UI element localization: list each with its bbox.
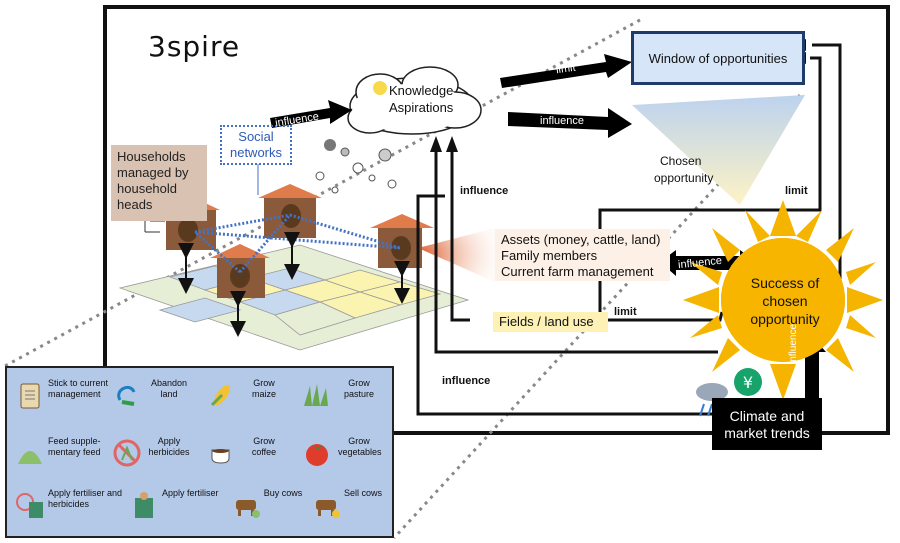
legend-item: Feed supple-mentary feed bbox=[15, 434, 110, 472]
legend-item: Apply fertiliser bbox=[129, 486, 224, 524]
chosen-triangle bbox=[632, 95, 805, 205]
climate-box: Climate and market trends bbox=[712, 398, 822, 450]
legend-label: Apply fertiliser and herbicides bbox=[48, 488, 123, 509]
market-icon: ¥ bbox=[734, 368, 762, 396]
label-influence-climate: influence bbox=[788, 323, 799, 364]
legend-item: Apply herbicides bbox=[112, 434, 207, 472]
action-legend: Stick to current management Abandon land… bbox=[5, 366, 394, 538]
social-links bbox=[194, 213, 401, 274]
climate-line-1: Climate and bbox=[729, 408, 805, 424]
legend-item: Grow coffee bbox=[207, 434, 302, 472]
tomato-icon bbox=[306, 444, 328, 466]
label-limit-fields: limit bbox=[614, 306, 637, 318]
fertiliser-icon bbox=[135, 492, 153, 518]
legend-item: Sell cows bbox=[312, 486, 407, 524]
arrow-limit-window bbox=[500, 54, 632, 88]
arrow-influence-chosen bbox=[508, 108, 632, 138]
label-influence-bottom: influence bbox=[442, 375, 491, 387]
fields-box: Fields / land use bbox=[493, 312, 608, 332]
legend-item: Apply fertiliser and herbicides bbox=[15, 486, 122, 524]
no-weed-icon bbox=[113, 439, 141, 467]
window-of-opportunities: Window of opportunities bbox=[631, 31, 805, 85]
legend-item: Grow pasture bbox=[302, 376, 397, 414]
legend-label: Grow pasture bbox=[343, 378, 375, 399]
label-influence-chosen: influence bbox=[540, 115, 585, 127]
households-box: Households managed by household heads bbox=[111, 145, 207, 221]
social-line-2: networks bbox=[229, 145, 283, 160]
legend-item: Grow vegetables bbox=[302, 434, 397, 472]
cow-buy-icon bbox=[236, 500, 260, 518]
success-label: Success of chosen opportunity bbox=[750, 275, 820, 327]
fert-herb-icon bbox=[16, 493, 43, 518]
legend-label: Abandon land bbox=[150, 378, 188, 399]
clipboard-icon bbox=[20, 383, 40, 409]
legend-label: Apply herbicides bbox=[148, 436, 190, 457]
arrow-influence-social bbox=[270, 100, 352, 128]
assets-line-1: Assets (money, cattle, land) bbox=[501, 232, 661, 247]
label-limit-window: limit bbox=[555, 61, 577, 77]
svg-text:¥: ¥ bbox=[743, 373, 753, 392]
legend-label: Grow coffee bbox=[251, 436, 277, 457]
grass-icon bbox=[304, 384, 328, 406]
maize-icon bbox=[210, 384, 231, 407]
abandon-icon bbox=[117, 386, 136, 406]
assets-cone bbox=[418, 228, 495, 282]
aspirations-label: Aspirations bbox=[389, 100, 454, 115]
lightbulb-icon bbox=[373, 81, 387, 95]
legend-label: Grow maize bbox=[251, 378, 276, 399]
assets-box: Assets (money, cattle, land) Family memb… bbox=[495, 229, 670, 281]
legend-item: Grow maize bbox=[207, 376, 302, 414]
legend-label: Feed supple-mentary feed bbox=[48, 436, 101, 457]
knowledge-label: Knowledge bbox=[389, 83, 454, 98]
social-networks-box: Social networks bbox=[220, 125, 292, 165]
legend-label: Apply fertiliser bbox=[162, 488, 219, 498]
legend-label: Buy cows bbox=[263, 488, 303, 498]
chosen-label-1: Chosen bbox=[660, 154, 702, 168]
assets-line-3: Current farm management bbox=[501, 264, 654, 279]
legend-label: Grow vegetables bbox=[338, 436, 382, 457]
legend-label: Sell cows bbox=[343, 488, 382, 498]
social-line-1: Social bbox=[238, 129, 274, 144]
label-limit-right: limit bbox=[785, 185, 808, 197]
coffee-icon bbox=[211, 449, 230, 464]
climate-line-2: market trends bbox=[724, 425, 810, 441]
hay-icon bbox=[18, 451, 42, 464]
cow-sell-icon bbox=[316, 500, 340, 518]
field-grid bbox=[118, 244, 470, 351]
assets-line-2: Family members bbox=[501, 248, 598, 263]
legend-item: Abandon land bbox=[112, 376, 207, 414]
legend-label: Stick to current management bbox=[48, 378, 109, 399]
label-influence-left: influence bbox=[460, 185, 509, 197]
diagram-title: 3spire bbox=[148, 30, 241, 63]
legend-item: Stick to current management bbox=[15, 376, 110, 414]
legend-item: Buy cows bbox=[232, 486, 327, 524]
chosen-label-2: opportunity bbox=[654, 171, 714, 185]
